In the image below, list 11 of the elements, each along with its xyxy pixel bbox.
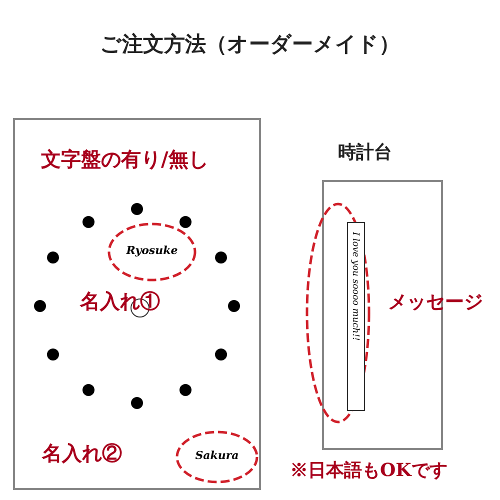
name-text: Sakura — [194, 449, 240, 462]
name-text: Ryosuke — [125, 244, 179, 257]
label-text: 名入れ① — [80, 288, 160, 315]
label-text: ※日本語もOKです — [290, 459, 448, 482]
clock-face-box — [13, 118, 261, 490]
label-text: 名入れ② — [42, 440, 122, 467]
heading: 文字盤の有り/無し — [41, 146, 208, 173]
title: ご注文方法（オーダーメイド） — [99, 30, 401, 58]
label-text: メッセージ — [388, 290, 483, 315]
heading: 時計台 — [338, 141, 392, 164]
message-text: I love you soooo much!! — [349, 232, 361, 341]
